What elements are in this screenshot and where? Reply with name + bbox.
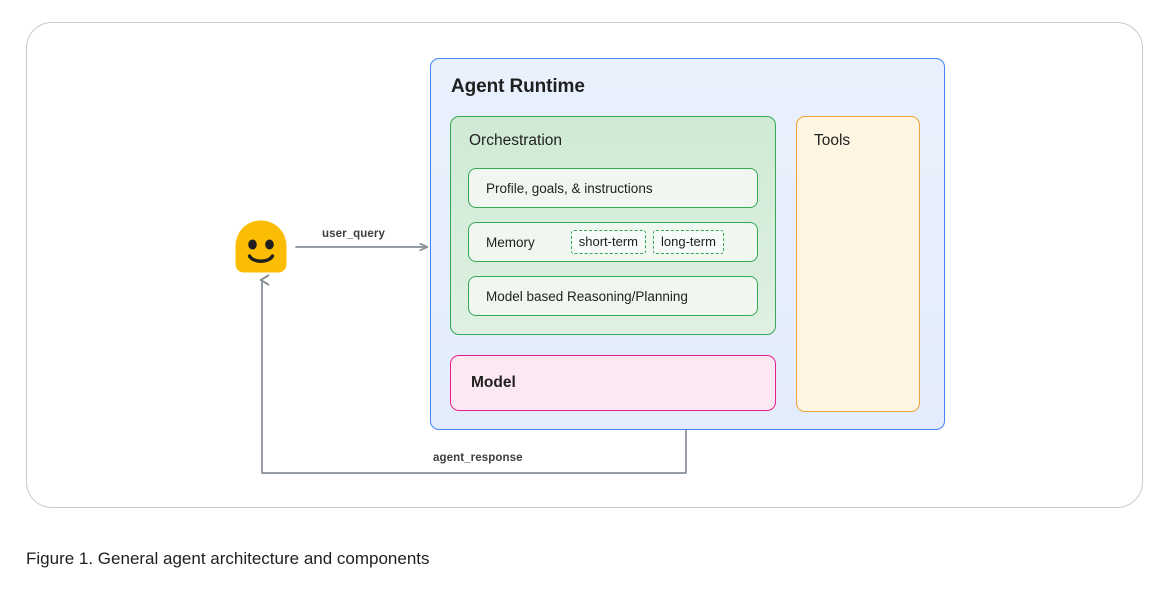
tools-box: Tools [796,116,920,412]
memory-chip-long-term: long-term [653,230,724,254]
edge-label-user-query: user_query [322,228,386,240]
smiley-left-eye-icon [248,239,257,250]
orchestration-row-reasoning-label: Model based Reasoning/Planning [486,288,688,304]
agent-runtime-title: Agent Runtime [451,76,585,97]
memory-chip-short-term: short-term [570,230,646,254]
orchestration-row-reasoning: Model based Reasoning/Planning [468,276,758,316]
model-title: Model [471,374,516,391]
orchestration-row-memory-label: Memory [486,234,535,250]
smiley-mouth-icon [247,254,275,263]
orchestration-title: Orchestration [469,132,563,149]
edge-label-agent-response: agent_response [433,452,523,464]
smiley-right-eye-icon [265,239,274,250]
tools-title: Tools [814,132,851,149]
smiley-face-icon [235,220,287,273]
orchestration-row-profile-label: Profile, goals, & instructions [486,180,653,196]
orchestration-row-profile: Profile, goals, & instructions [468,168,758,208]
figure-caption: Figure 1. General agent architecture and… [26,549,430,568]
user-avatar-smiley-icon [235,220,287,273]
orchestration-row-memory: Memory short-term long-term [468,222,758,262]
model-box: Model [450,355,776,411]
